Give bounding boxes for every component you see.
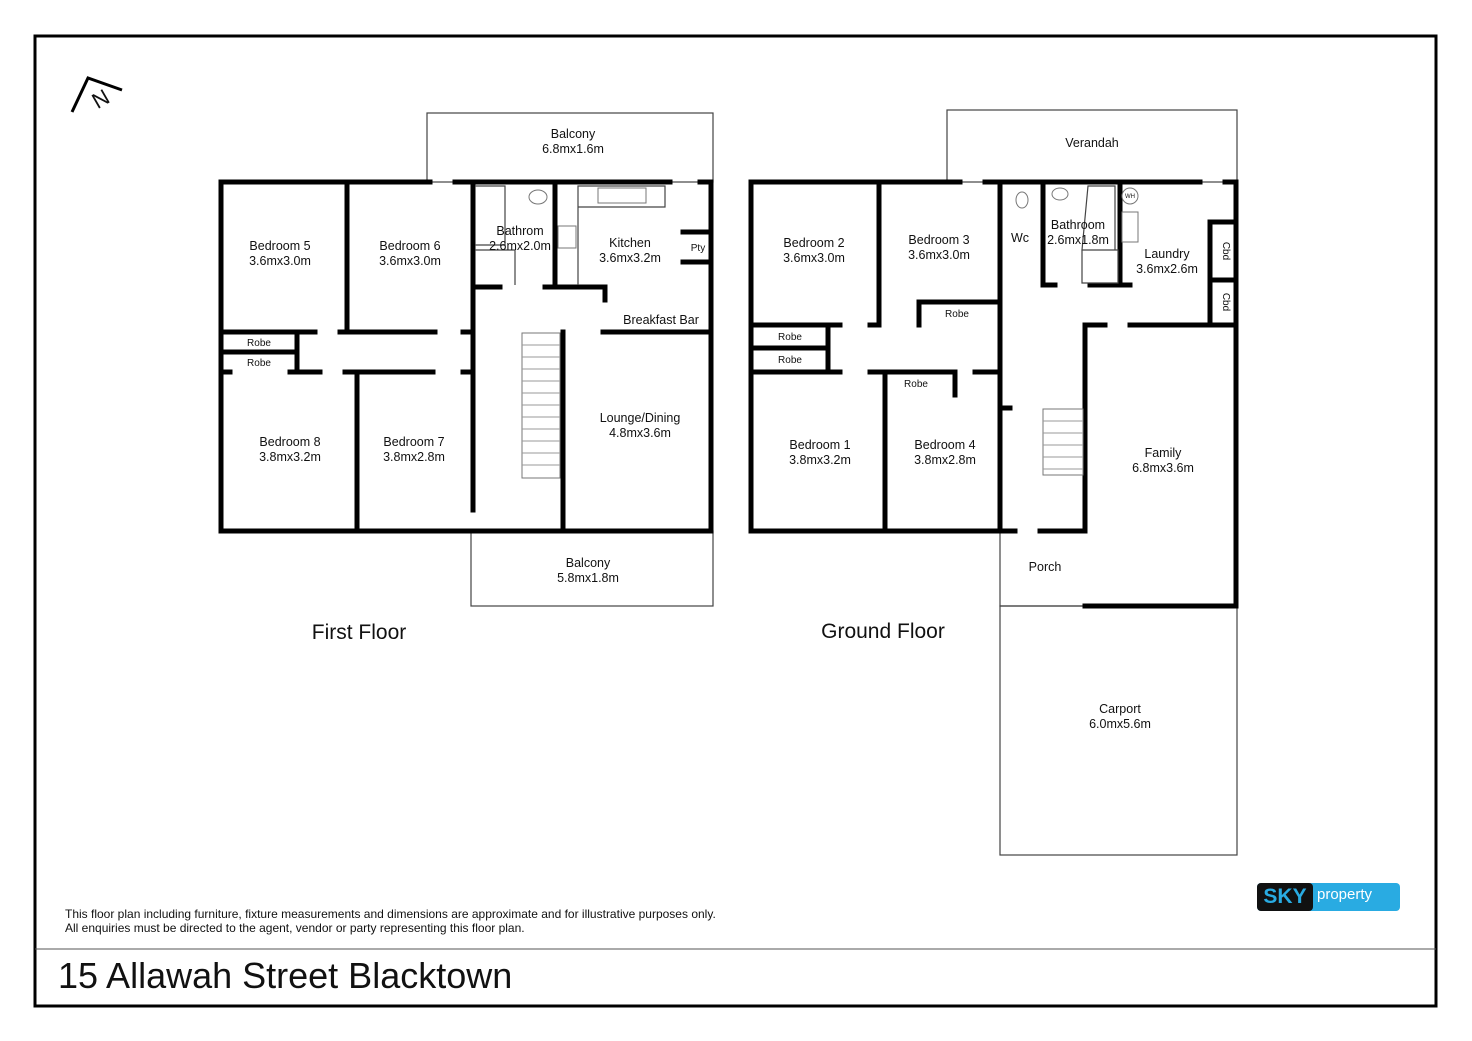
room-label: 6.0mx5.6m xyxy=(1089,717,1151,731)
room-label: Robe xyxy=(778,332,802,343)
room-label: Lounge/Dining xyxy=(600,411,681,425)
room-label: 3.6mx3.0m xyxy=(249,254,311,268)
room-label: Bedroom 2 xyxy=(783,236,844,250)
property-address: 15 Allawah Street Blacktown xyxy=(58,955,513,996)
room-label: Robe xyxy=(945,309,969,320)
disclaimer-line: All enquiries must be directed to the ag… xyxy=(65,921,525,935)
room-label: 3.8mx2.8m xyxy=(914,453,976,467)
room-label: Bathroom xyxy=(1051,218,1105,232)
room-label: 5.8mx1.8m xyxy=(557,571,619,585)
room-label: 3.6mx3.0m xyxy=(379,254,441,268)
room-label: N xyxy=(88,84,114,114)
room-label: 2.6mx2.0m xyxy=(489,239,551,253)
sky-property-logo: SKY property xyxy=(1257,883,1400,911)
logo-sky: SKY xyxy=(1257,883,1313,911)
room-label: Bathrom xyxy=(496,224,543,238)
room-label: Bedroom 1 xyxy=(789,438,850,452)
north-arrow-icon: N xyxy=(70,76,123,114)
room-label: Robe xyxy=(247,358,271,369)
room-label: 4.8mx3.6m xyxy=(609,426,671,440)
room-label: 6.8mx3.6m xyxy=(1132,461,1194,475)
room-label: Ground Floor xyxy=(821,620,945,643)
room-label: Verandah xyxy=(1065,136,1119,150)
room-label: Porch xyxy=(1029,560,1062,574)
room-label: Laundry xyxy=(1144,247,1190,261)
room-label: Family xyxy=(1145,446,1183,460)
room-label: Balcony xyxy=(566,556,611,570)
room-label: 3.8mx3.2m xyxy=(259,450,321,464)
first-floor-plan: Balcony 6.8mx1.6m Bedroom 5 3.6mx3.0m Be… xyxy=(218,112,714,644)
room-label: First Floor xyxy=(312,621,407,644)
logo-property: property xyxy=(1317,886,1373,903)
room-label: 3.6mx3.0m xyxy=(908,248,970,262)
disclaimer: This floor plan including furniture, fix… xyxy=(65,907,716,935)
room-label: 3.6mx3.0m xyxy=(783,251,845,265)
room-label: 2.6mx1.8m xyxy=(1047,233,1109,247)
room-label: Pty xyxy=(691,243,705,254)
room-label: Wc xyxy=(1011,231,1029,245)
room-label: Carport xyxy=(1099,702,1141,716)
room-label: Bedroom 7 xyxy=(383,435,444,449)
room-label: 3.8mx2.8m xyxy=(383,450,445,464)
room-label: Bedroom 6 xyxy=(379,239,440,253)
room-label: Bedroom 4 xyxy=(914,438,975,452)
room-label: Robe xyxy=(778,355,802,366)
room-label: Kitchen xyxy=(609,236,651,250)
room-label: 3.6mx3.2m xyxy=(599,251,661,265)
room-label: 6.8mx1.6m xyxy=(542,142,604,156)
room-label: 3.8mx3.2m xyxy=(789,453,851,467)
room-label: Bedroom 3 xyxy=(908,233,969,247)
room-label: Cbd xyxy=(1220,293,1231,311)
room-label: 3.6mx2.6m xyxy=(1136,262,1198,276)
room-label: Balcony xyxy=(551,127,596,141)
room-label: Robe xyxy=(247,338,271,349)
room-label: Bedroom 8 xyxy=(259,435,320,449)
room-label: Cbd xyxy=(1220,242,1231,260)
ground-floor-plan: Bedroom 2 3.6mx3.0m Bedroom 3 3.6mx3.0m … xyxy=(748,109,1239,856)
page-border xyxy=(33,34,1438,1008)
room-label: Robe xyxy=(904,379,928,390)
ground-floor-stairs xyxy=(1042,408,1084,476)
disclaimer-line: This floor plan including furniture, fix… xyxy=(65,907,716,921)
room-label: WH xyxy=(1125,194,1135,200)
room-label: Bedroom 5 xyxy=(249,239,310,253)
room-label: Breakfast Bar xyxy=(623,313,699,327)
